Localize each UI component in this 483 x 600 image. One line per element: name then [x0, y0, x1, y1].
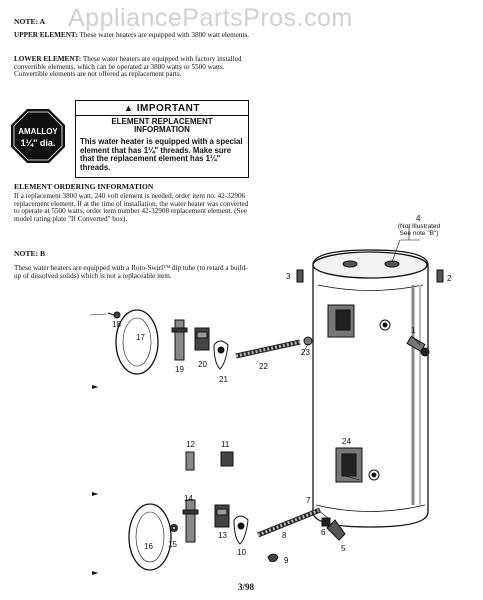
- important-title: ▲ IMPORTANT: [76, 103, 248, 116]
- element-8: [257, 507, 321, 538]
- note-b-text: These water heaters are equipped with a …: [14, 264, 248, 280]
- upper-element-note: UPPER ELEMENT: These water heaters are e…: [14, 31, 256, 40]
- callout-2: 2: [447, 274, 452, 283]
- callout-15: 15: [168, 540, 177, 549]
- amalloy-badge: AMALLOY 1¼" dia.: [11, 109, 65, 163]
- callout-4-note: (Not Illustrated See note "B"): [397, 223, 441, 237]
- relief-valve: [406, 335, 430, 357]
- note-b-heading: NOTE: B: [14, 249, 46, 258]
- callout-19: 19: [175, 365, 184, 374]
- important-subtitle: ELEMENT REPLACEMENT INFORMATION: [111, 117, 213, 135]
- callout-20: 20: [198, 360, 207, 369]
- badge-bottom-text: 1¼" dia.: [21, 138, 56, 148]
- important-title-text: IMPORTANT: [136, 103, 200, 114]
- screw-9: [267, 553, 279, 562]
- lower-element-note: LOWER ELEMENT: These water heaters are e…: [14, 55, 256, 79]
- lower-access-panel: [335, 447, 380, 483]
- bracket-12: [185, 451, 195, 471]
- lower-element-label: LOWER ELEMENT:: [14, 55, 82, 63]
- callout-4: 4: [416, 214, 421, 223]
- callout-14: 14: [184, 494, 193, 503]
- lower-cover-16: [128, 503, 172, 571]
- bracket-14: [182, 499, 199, 543]
- upper-element-text: These water heaters are equipped with 38…: [79, 31, 250, 39]
- callout-11: 11: [221, 440, 230, 449]
- note-a-heading: NOTE: A: [14, 17, 46, 26]
- bracket-19: [171, 319, 188, 361]
- callout-3: 3: [286, 272, 291, 281]
- element-22: [235, 339, 301, 359]
- upper-access-panel: [327, 304, 391, 338]
- screw-15: [170, 524, 178, 532]
- important-body: This water heater is equipped with a spe…: [80, 137, 243, 172]
- callout-24: 24: [342, 437, 351, 446]
- callout-12: 12: [186, 440, 195, 449]
- thermostat-block-11: [220, 451, 234, 467]
- callout-18: 18: [112, 320, 121, 329]
- callout-16: 16: [144, 542, 153, 551]
- callout-8: 8: [282, 531, 287, 540]
- top-fittings: [342, 260, 400, 268]
- important-box: ▲ IMPORTANT ELEMENT REPLACEMENT INFORMAT…: [75, 100, 249, 178]
- callout-22: 22: [259, 362, 268, 371]
- gasket-23: [303, 336, 313, 346]
- callout-13: 13: [218, 531, 227, 540]
- ordering-heading: ELEMENT ORDERING INFORMATION: [14, 182, 154, 191]
- callout-7: 7: [306, 496, 311, 505]
- upper-element-label: UPPER ELEMENT:: [14, 31, 78, 39]
- upper-cover-17: [115, 309, 159, 375]
- callout-9: 9: [284, 556, 289, 565]
- lower-element-text: These water heaters are equipped with fa…: [14, 55, 242, 79]
- thermostat-13: [214, 504, 230, 528]
- page-number: 3/98: [238, 582, 255, 592]
- arrow-marks: [92, 385, 98, 575]
- callout-1: 1: [411, 326, 416, 335]
- callout-21: 21: [219, 375, 228, 384]
- water-heater-tank: [312, 249, 429, 528]
- drain-valve: [321, 517, 346, 541]
- screw-18: [107, 311, 121, 319]
- callout-10: 10: [237, 548, 246, 557]
- gasket-21: [213, 340, 229, 370]
- badge-top-text: AMALLOY: [18, 127, 58, 136]
- watermark: AppliancePartsPros.com: [68, 4, 353, 32]
- callout-17: 17: [136, 333, 145, 342]
- warning-triangle-icon: ▲: [124, 103, 134, 113]
- gasket-10: [233, 515, 249, 545]
- callout-6: 6: [321, 528, 326, 537]
- thermostat-20: [194, 327, 210, 351]
- callout-5: 5: [341, 544, 346, 553]
- callout-23: 23: [301, 348, 310, 357]
- nipple-parts: [296, 269, 444, 283]
- ordering-text: If a replacement 3800 watt, 240 volt ele…: [14, 192, 249, 223]
